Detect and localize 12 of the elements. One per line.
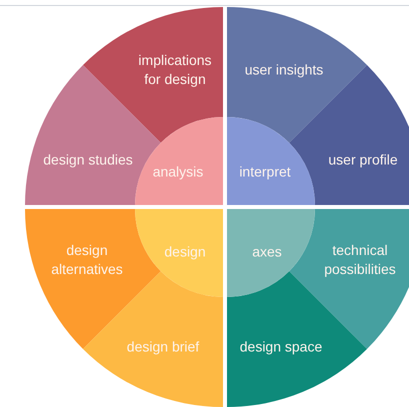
segment-label: user profile [328, 150, 398, 170]
segment-label: design brief [126, 338, 200, 356]
segment-label: implications for design [137, 51, 213, 89]
segment-label: technical possibilities [323, 241, 397, 279]
segment-label: design [164, 242, 206, 262]
segment-label: design studies [43, 150, 133, 170]
segment-label: axes [252, 242, 282, 262]
segment-label: design alternatives [50, 241, 124, 279]
segment-label: user insights [244, 60, 324, 80]
segment-label: design space [240, 338, 322, 356]
segment-label: analysis [152, 162, 204, 182]
segment-label: interpret [239, 162, 291, 182]
